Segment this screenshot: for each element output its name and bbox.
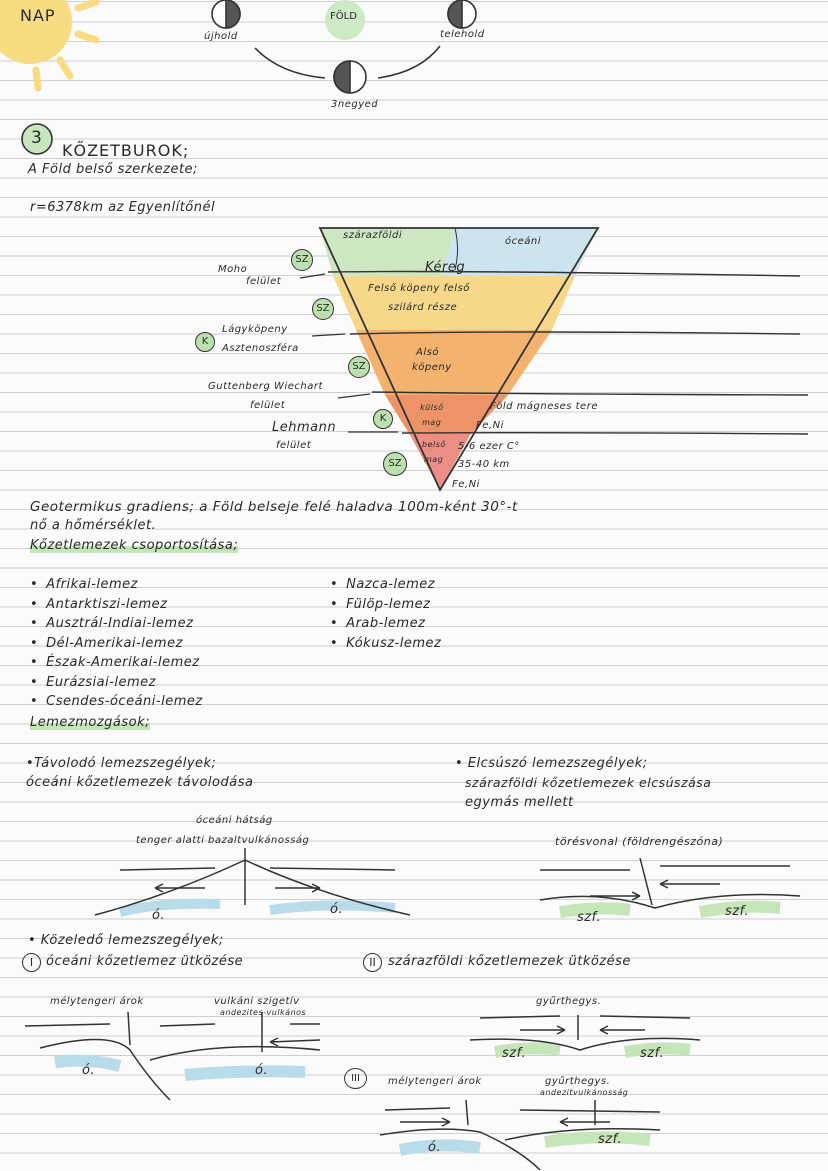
divergent-title: •Távolodó lemezszegélyek; [26, 756, 217, 771]
upper-mantle-label-2: szilárd része [388, 302, 458, 313]
trench-label: mélytengeri árok [50, 996, 144, 1007]
lower-mantle-label: Alsó [416, 347, 439, 358]
oceanic-mark: ó. [152, 908, 166, 923]
convergent-type-1: óceáni kőzetlemez ütközése [46, 954, 244, 969]
plates-heading: Kőzetlemezek csoportosítása; [30, 538, 239, 553]
convergent-type-3-number: III [344, 1068, 367, 1089]
lehmann-label-2: felület [276, 440, 312, 451]
list-item: Dél-Amerikai-lemez [30, 634, 203, 654]
transform-desc-1: szárazföldi kőzetlemezek elcsúszása [465, 775, 712, 790]
plates-list-left: Afrikai-lemez Antarktiszi-lemez Ausztrál… [30, 575, 203, 712]
fault-label: törésvonal (földrengészóna) [555, 835, 724, 848]
inner-core-label: belső [422, 440, 446, 449]
convergent-mixed-diagram [379, 1099, 661, 1171]
crust-label: Kéreg [425, 260, 466, 275]
continental-mark: szf. [577, 910, 602, 925]
convergent-type-2-number: II [363, 953, 382, 972]
oceanic-mark: ó. [82, 1063, 96, 1078]
list-item: Afrikai-lemez [30, 575, 203, 595]
continental-mark: szf. [598, 1132, 623, 1147]
temperature-label: 5-6 ezer C° [458, 441, 520, 452]
geothermal-line-1: Geotermikus gradiens; a Föld belseje fel… [30, 499, 518, 515]
movements-heading: Lemezmozgások; [30, 715, 151, 730]
solid-badge: SZ [348, 356, 370, 378]
fold-mountain-label: gyűrthegys. [536, 996, 602, 1007]
fe-ni-label-1: Fe,Ni [476, 420, 504, 431]
fe-ni-label-2: Fe,Ni [452, 479, 480, 490]
continental-crust-label: szárazföldi [343, 230, 403, 241]
gutenberg-label: Guttenberg Wiechart [208, 381, 323, 392]
list-item: Arab-lemez [330, 614, 441, 634]
earth-drawing [325, 0, 365, 40]
full-moon-label: telehold [440, 29, 485, 40]
lehmann-label: Lehmann [272, 420, 337, 435]
section-number: 3 [31, 128, 42, 148]
outer-core-label-2: mag [422, 418, 442, 427]
transform-title: • Elcsúszó lemezszegélyek; [455, 756, 648, 771]
list-item: Antarktiszi-lemez [30, 595, 203, 615]
convergent-continental-diagram [469, 1015, 701, 1058]
list-item: Csendes-óceáni-lemez [30, 692, 203, 712]
convergent-type-1-number: I [22, 953, 41, 972]
oceanic-mark: ó. [330, 902, 344, 917]
quarter-moon-label: 3negyed [331, 99, 379, 110]
inner-core-label-2: mag [424, 455, 444, 464]
trench-label-2: mélytengeri árok [388, 1076, 482, 1087]
list-item: Észak-Amerikai-lemez [30, 653, 203, 673]
plates-list-right: Nazca-lemez Fülöp-lemez Arab-lemez Kókus… [330, 575, 441, 653]
moho-label: Moho [218, 264, 248, 275]
basalt-label: tenger alatti bazaltvulkánosság [136, 835, 310, 846]
list-item: Kókusz-lemez [330, 634, 441, 654]
sun-label: NAP [20, 6, 56, 25]
sun-drawing [0, 0, 100, 92]
moho-label-2: felület [246, 276, 282, 287]
oceanic-mark: ó. [428, 1140, 442, 1155]
lower-mantle-label-2: köpeny [412, 362, 452, 373]
upper-mantle-label: Felső köpeny felső [368, 283, 470, 294]
section-number-circle [21, 123, 53, 155]
transform-diagram [539, 857, 801, 918]
earth-label: FÖLD [330, 11, 357, 22]
solid-badge: SZ [383, 452, 407, 476]
list-item: Eurázsiai-lemez [30, 673, 203, 693]
solid-badge: SZ [291, 249, 313, 271]
geothermal-line-2: nő a hőmérséklet. [30, 518, 157, 533]
moon-phase-drawings [211, 0, 477, 94]
new-moon-label: újhold [204, 31, 238, 42]
section-subtitle: A Föld belső szerkezete; [28, 162, 198, 177]
ridge-label: óceáni hátság [196, 815, 273, 826]
earth-layers-diagram [299, 227, 809, 492]
continental-mark: szf. [502, 1046, 527, 1061]
continental-mark: szf. [640, 1046, 665, 1061]
convergent-title: • Közeledő lemezszegélyek; [28, 933, 224, 948]
outer-core-label: külső [420, 403, 444, 412]
section-title: KŐZETBUROK; [62, 141, 190, 160]
fold-mountain-label-2: gyűrthegys. [545, 1076, 611, 1087]
divergent-diagram [94, 848, 411, 917]
divergent-desc: óceáni kőzetlemezek távolodása [26, 775, 254, 790]
solid-badge: SZ [312, 298, 334, 320]
list-item: Fülöp-lemez [330, 595, 441, 615]
asthenosphere-label: Lágyköpeny [222, 324, 288, 335]
oceanic-mark: ó. [255, 1063, 269, 1078]
convergent-oceanic-diagram [24, 1011, 321, 1101]
island-arc-label: vulkáni szigetív [214, 996, 300, 1007]
convergent-type-2: szárazföldi kőzetlemezek ütközése [388, 954, 631, 969]
transform-desc-2: egymás mellett [465, 795, 574, 810]
liquid-badge: K [373, 409, 393, 429]
continental-mark: szf. [725, 904, 750, 919]
thickness-label: 35-40 km [458, 459, 510, 470]
magnetic-field-label: Föld mágneses tere [490, 401, 598, 412]
gutenberg-label-2: felület [250, 400, 286, 411]
list-item: Nazca-lemez [330, 575, 441, 595]
radius-note: r=6378km az Egyenlítőnél [30, 200, 216, 215]
andesite-label: andezitvulkánosság [540, 1088, 629, 1097]
plastic-badge: K [195, 332, 215, 352]
island-arc-label-2: andezites-vulkános [220, 1008, 307, 1017]
asthenosphere-label-2: Asztenoszféra [222, 343, 299, 354]
oceanic-crust-label: óceáni [505, 236, 542, 247]
list-item: Ausztrál-Indiai-lemez [30, 614, 203, 634]
